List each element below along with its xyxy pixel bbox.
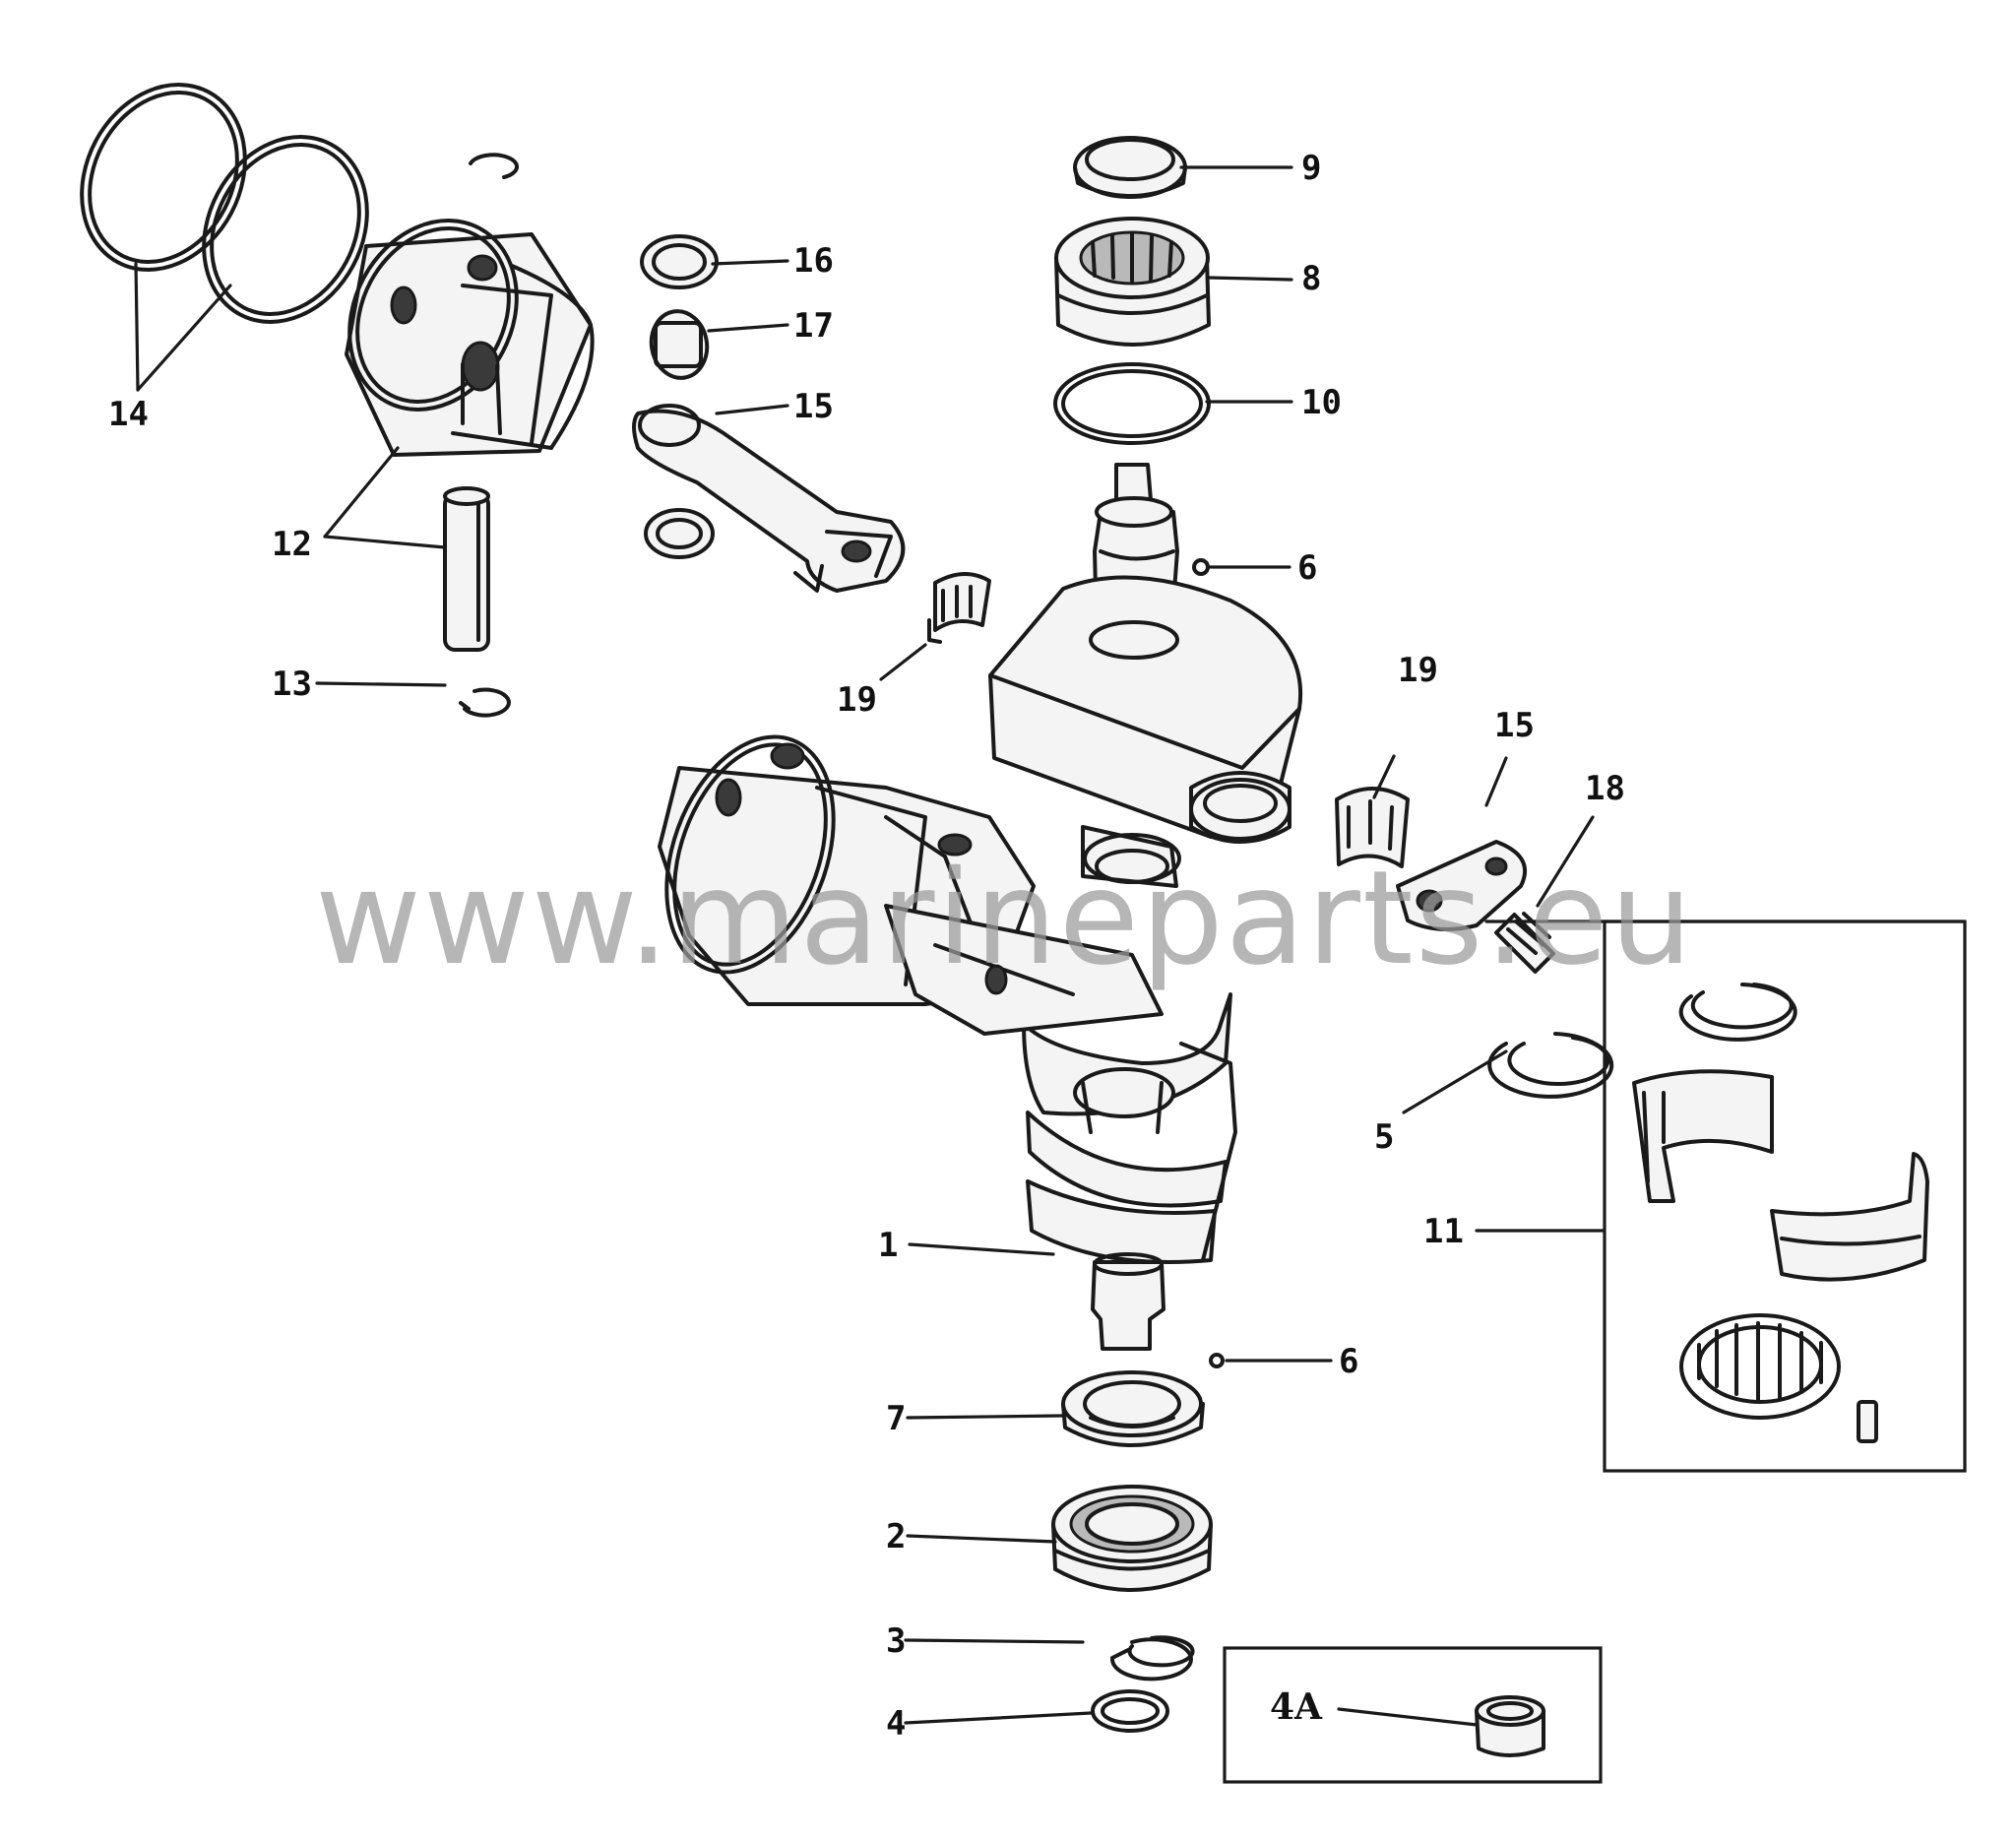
callout-12: 12 [272, 525, 312, 564]
callout-8: 8 [1301, 259, 1321, 298]
callout-15-right: 15 [1494, 706, 1535, 745]
bearing-8 [1054, 217, 1211, 347]
callout-labels: 14 12 13 16 17 15 9 8 10 6 19 19 15 18 5… [108, 149, 1625, 1744]
callout-17: 17 [793, 306, 834, 346]
screw-18 [1494, 912, 1555, 974]
bearing-kit-11 [1603, 920, 1967, 1473]
piston-rings [80, 83, 369, 324]
callout-15-top: 15 [793, 387, 834, 426]
rod-cap-15 [1396, 840, 1527, 931]
callout-2: 2 [886, 1517, 906, 1556]
callout-5: 5 [1374, 1117, 1394, 1157]
callout-19-right: 19 [1398, 651, 1438, 690]
ring-10 [1053, 362, 1211, 445]
watermark: www.marineparts.eu [315, 843, 1694, 994]
callout-3: 3 [886, 1621, 906, 1661]
snap-ring-3 [1110, 1635, 1195, 1682]
bearing-2 [1051, 1485, 1213, 1592]
part-4a-box [1223, 1646, 1603, 1784]
ring-5 [1487, 1032, 1614, 1099]
callout-6-bottom: 6 [1339, 1342, 1358, 1381]
callout-1: 1 [878, 1226, 898, 1265]
wrist-pin [443, 486, 490, 652]
piston-lower [658, 734, 1164, 1036]
leader-lines [134, 165, 1965, 1727]
part-4a-frame [1223, 1646, 1603, 1784]
key-6-bottom [1209, 1353, 1225, 1368]
seal-7 [1061, 1370, 1205, 1447]
callout-11: 11 [1423, 1212, 1464, 1251]
callout-19-left: 19 [837, 680, 877, 720]
piston-upper [345, 219, 595, 457]
callout-13: 13 [272, 665, 312, 704]
circlip-top [469, 153, 520, 179]
callout-9: 9 [1301, 149, 1321, 188]
callout-18: 18 [1585, 769, 1625, 808]
circlip-13 [459, 687, 511, 718]
callout-6-top: 6 [1297, 548, 1317, 588]
crankshaft [988, 463, 1303, 1351]
callout-14: 14 [108, 395, 149, 434]
seal-9 [1073, 136, 1187, 199]
bearing-cage-19-right [1335, 787, 1410, 868]
connecting-rod [632, 234, 906, 593]
callout-4a: 4A [1270, 1686, 1323, 1728]
callout-10: 10 [1301, 383, 1342, 422]
key-6-top [1192, 558, 1210, 576]
callout-4: 4 [886, 1704, 906, 1744]
washer-4 [1091, 1689, 1169, 1733]
bearing-cage-19-left [927, 572, 991, 644]
callout-7: 7 [886, 1399, 906, 1438]
callout-16: 16 [793, 241, 834, 281]
